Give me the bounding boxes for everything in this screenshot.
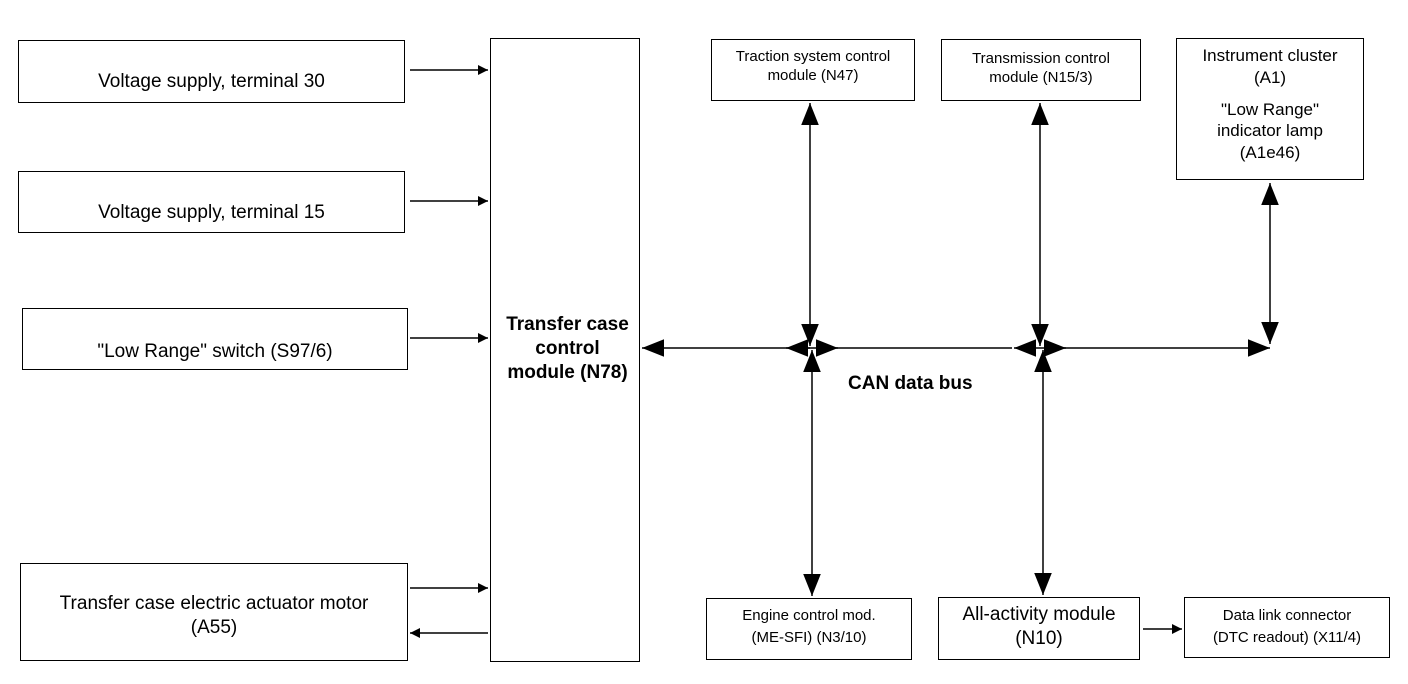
engine-line-2: (ME-SFI) (N3/10): [751, 628, 867, 646]
actuator-line-2: (A55): [190, 616, 238, 638]
all-activity-module-label: All-activity module (N10): [938, 603, 1140, 651]
voltage-supply-15-label: Voltage supply, terminal 15: [98, 202, 325, 223]
instrument-cluster-box: [1176, 38, 1364, 180]
data-link-connector-box: [1184, 597, 1390, 658]
cluster-line-5: indicator lamp: [1217, 121, 1323, 141]
engine-control-label: Engine control mod. (ME-SFI) (N3/10): [706, 605, 912, 649]
engine-control-box: [706, 598, 912, 660]
actuator-motor-box: [20, 563, 408, 661]
actuator-line-1: Transfer case electric actuator motor: [59, 593, 369, 614]
cluster-line-2: (A1): [1253, 67, 1287, 87]
dlc-line-1: Data link connector: [1222, 607, 1352, 624]
voltage-supply-30-box: [18, 40, 405, 103]
transfer-case-line-2: control: [535, 337, 600, 359]
actuator-motor-label: Transfer case electric actuator motor (A…: [20, 592, 408, 640]
cluster-line-1: Instrument cluster: [1202, 46, 1338, 65]
all-activity-line-1: All-activity module: [962, 604, 1116, 625]
cluster-line-4: "Low Range": [1220, 99, 1320, 119]
transmission-line-2: module (N15/3): [989, 68, 1093, 86]
transmission-line-1: Transmission control: [972, 50, 1110, 67]
transfer-case-module-box: [490, 38, 640, 662]
dlc-line-2: (DTC readout) (X11/4): [1212, 628, 1362, 646]
traction-module-label: Traction system control module (N47): [711, 48, 915, 86]
voltage-supply-30-label: Voltage supply, terminal 30: [98, 71, 325, 92]
data-link-connector-label: Data link connector (DTC readout) (X11/4…: [1184, 605, 1390, 649]
all-activity-module-box: [938, 597, 1140, 660]
cluster-line-6: (A1e46): [1239, 143, 1301, 162]
voltage-supply-15-box: [18, 171, 405, 233]
transfer-case-line-1: Transfer case: [506, 314, 629, 335]
transmission-module-label: Transmission control module (N15/3): [941, 50, 1141, 88]
can-bus-label: CAN data bus: [848, 373, 973, 394]
traction-line-2: module (N47): [767, 66, 859, 84]
engine-line-1: Engine control mod.: [742, 607, 876, 624]
low-range-switch-label: "Low Range" switch (S97/6): [97, 341, 333, 362]
all-activity-line-2: (N10): [1015, 627, 1063, 649]
traction-line-1: Traction system control: [735, 48, 891, 65]
transfer-case-module-label: Transfer case control module (N78): [490, 313, 645, 384]
transmission-module-box: [941, 39, 1141, 101]
traction-module-box: [711, 39, 915, 101]
low-range-switch-box: [22, 308, 408, 370]
instrument-cluster-label: Instrument cluster (A1) "Low Range" indi…: [1172, 45, 1368, 164]
transfer-case-line-3: module (N78): [507, 361, 628, 383]
